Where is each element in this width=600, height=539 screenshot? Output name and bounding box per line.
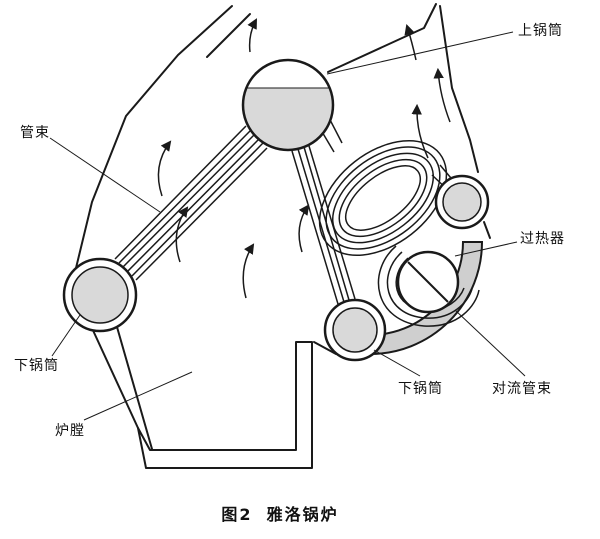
upper-drum	[241, 58, 335, 152]
gas-flow-arrows	[157, 18, 451, 299]
superheater-drum	[396, 250, 460, 314]
label-superheater: 过热器	[520, 231, 565, 247]
figure-caption-title: 雅洛锅炉	[266, 505, 339, 524]
tube-bank-left	[114, 125, 268, 281]
label-convection-tube-bundle: 对流管束	[492, 381, 552, 397]
label-lower-drum-right: 下锅筒	[398, 381, 443, 397]
lower-drum-left	[62, 257, 138, 333]
label-leader-lines	[49, 31, 526, 421]
lower-drum-middle	[323, 298, 387, 362]
label-lower-drum-left: 下锅筒	[14, 358, 59, 374]
figure-caption-number: 图2	[221, 505, 253, 524]
label-tube-bundle: 管束	[20, 125, 50, 141]
figure-caption: 图2 雅洛锅炉	[120, 501, 440, 525]
right-drum	[434, 174, 490, 230]
label-upper-drum: 上锅筒	[518, 23, 563, 39]
furnace-floor	[137, 341, 313, 469]
loop-tube-bundle	[317, 111, 480, 327]
label-furnace: 炉膛	[55, 423, 85, 439]
